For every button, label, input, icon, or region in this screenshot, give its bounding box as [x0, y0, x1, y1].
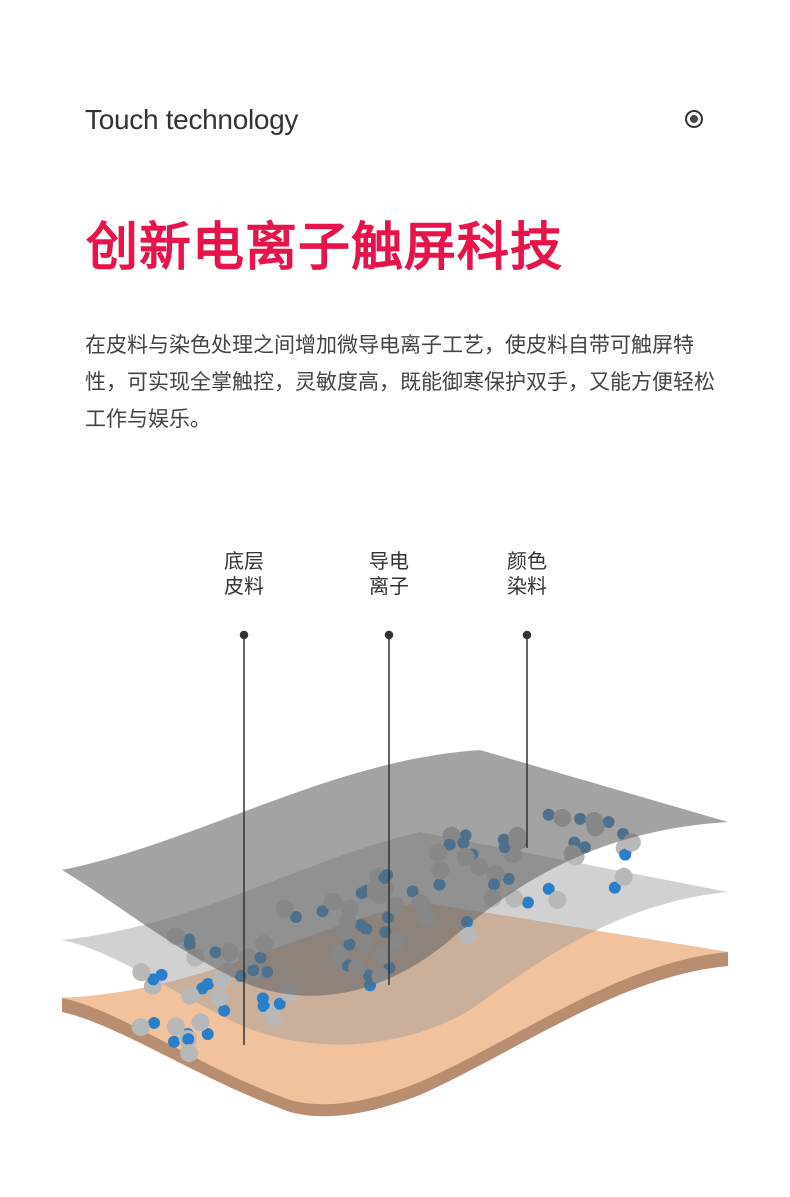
top-layer [62, 750, 728, 996]
ion-molecule [180, 1033, 199, 1063]
label-line: 颜色 [507, 549, 547, 573]
label-line: 皮料 [224, 574, 264, 598]
ion-molecule [257, 1000, 283, 1026]
label-line: 离子 [369, 574, 409, 598]
leather-layer [62, 902, 728, 1105]
ion-molecule [505, 889, 534, 909]
ion-molecule [542, 882, 567, 909]
ion-molecule [191, 1013, 214, 1041]
label-line: 导电 [369, 549, 409, 573]
headline: 创新电离子触屏科技 [86, 218, 564, 278]
ion-molecule [132, 963, 160, 986]
label-line: 底层 [224, 549, 264, 573]
description: 在皮料与染色处理之间增加微导电离子工艺，使皮料自带可触屏特性，可实现全掌触控，灵… [85, 333, 715, 431]
pointer-lines [239, 630, 532, 1045]
label-color-dye: 颜色染料 [497, 549, 557, 599]
ion-molecule [210, 988, 231, 1017]
ion-molecule [608, 867, 633, 894]
section-title-en: Touch technology [85, 104, 299, 135]
ion-molecule [131, 1016, 161, 1037]
label-conductive-ions: 导电离子 [359, 549, 419, 599]
radio-dot-icon [685, 110, 703, 128]
ion-molecule [181, 982, 209, 1005]
label-line: 染料 [507, 574, 547, 598]
label-base-leather: 底层皮料 [214, 549, 274, 599]
